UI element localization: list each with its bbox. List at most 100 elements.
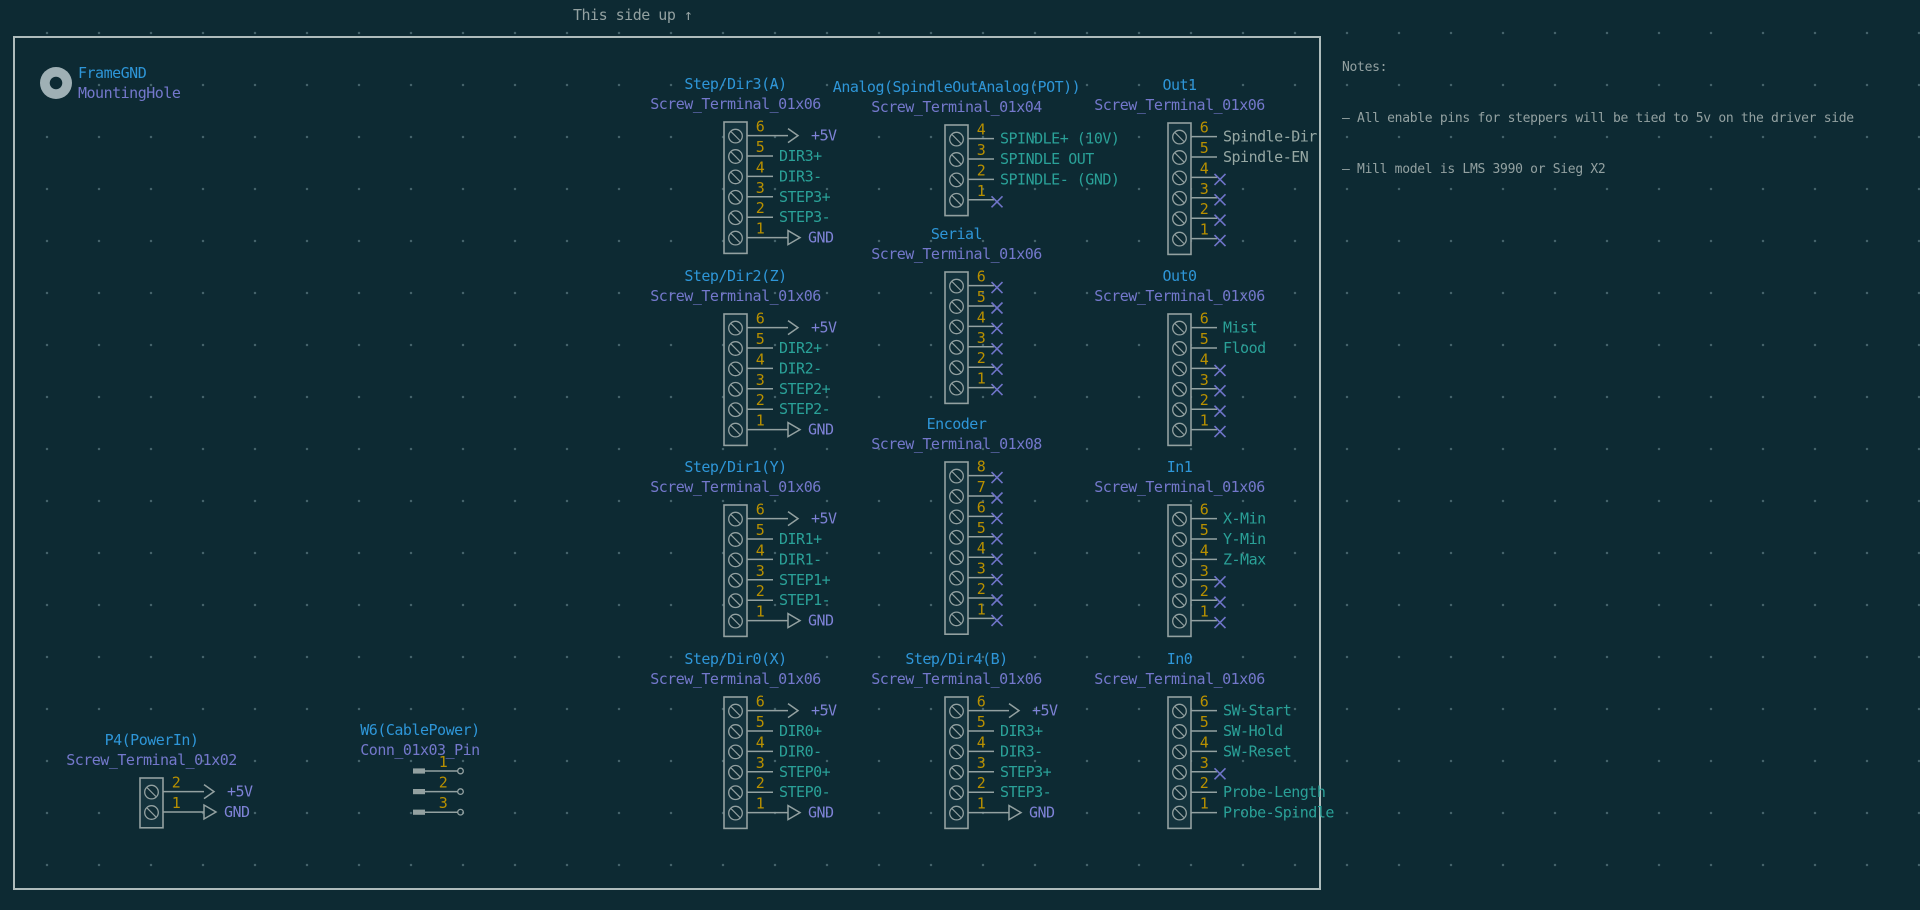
pin-number: 2 (756, 391, 765, 409)
screw-slash (951, 614, 962, 624)
screw-slash (730, 172, 741, 182)
screw-slash (730, 131, 741, 141)
pin-name: SPINDLE OUT (1000, 150, 1094, 168)
no-connect-icon (990, 593, 1004, 607)
screw-slash (1174, 616, 1185, 626)
sheet-border (13, 36, 1321, 890)
pin-number: 5 (1200, 713, 1209, 731)
no-connect-icon (1213, 616, 1227, 629)
screw-slash (1174, 534, 1185, 545)
screw-slash (951, 747, 962, 757)
pin-number: 3 (756, 179, 765, 197)
pin-number: 5 (1200, 521, 1209, 539)
screw-slash (730, 192, 741, 203)
pin-number: 8 (977, 458, 986, 476)
screw-slash (951, 552, 962, 563)
pin-number: 3 (439, 794, 448, 812)
pin-number: 1 (977, 370, 986, 388)
screw-slash (951, 573, 962, 583)
hier-label-text: GND (808, 229, 834, 247)
screw-slash (730, 575, 741, 586)
connector-value: Screw_Terminal_01x02 (66, 751, 237, 769)
net-label: Spindle-Dir (1223, 128, 1317, 146)
hier-label-shape (203, 783, 216, 800)
pin-number: 1 (977, 600, 986, 618)
screw-slash (730, 616, 741, 626)
connector-value: Screw_Terminal_01x04 (871, 98, 1042, 116)
pin-name: STEP3+ (1000, 763, 1052, 781)
pin-number: 1 (756, 412, 765, 430)
pin-name: DIR3- (1000, 742, 1043, 760)
connector-value: Screw_Terminal_01x06 (650, 287, 821, 305)
connector-value: Screw_Terminal_01x06 (1094, 287, 1265, 305)
no-connect-icon (1213, 193, 1227, 206)
pin-number: 2 (977, 161, 986, 179)
pin-number: 3 (1200, 754, 1209, 772)
no-connect-icon (990, 614, 1004, 627)
net-label: Spindle-EN (1223, 148, 1309, 166)
connector-reference: W6(CablePower) (360, 721, 479, 739)
no-connect-icon (990, 301, 1004, 315)
pin-name: STEP3+ (779, 188, 831, 206)
pin-number: 4 (756, 541, 765, 559)
pin-number: 6 (977, 268, 986, 286)
pin-number: 1 (756, 603, 765, 621)
hier-label-shape (787, 804, 802, 821)
pin-name: Y-Min (1223, 530, 1266, 548)
hier-label-text: +5V (811, 510, 837, 528)
no-connect-icon (990, 363, 1004, 376)
pin-number: 1 (1200, 221, 1209, 239)
screw-slash (951, 301, 962, 312)
screw-slash (1174, 767, 1185, 778)
screw-slash (1174, 404, 1185, 415)
screw-slash (730, 534, 741, 545)
no-connect-icon (990, 322, 1004, 335)
pin-number: 5 (977, 519, 986, 537)
screw-slash (730, 364, 741, 374)
hier-label-shape (787, 702, 800, 719)
hier-label-text: +5V (811, 702, 837, 720)
no-connect-icon (1213, 575, 1227, 588)
pin-name: DIR1- (779, 550, 822, 568)
pin-number: 4 (1200, 733, 1209, 751)
pin-number: 2 (977, 774, 986, 792)
pin-name: DIR0- (779, 742, 822, 760)
screw-slash (146, 787, 157, 797)
connector-value: Screw_Terminal_01x06 (650, 95, 821, 113)
pin-name: SPINDLE- (GND) (1000, 170, 1119, 188)
pin-number: 4 (977, 733, 986, 751)
pin-number: 5 (1200, 330, 1209, 348)
pin-number: 7 (977, 478, 986, 496)
hier-label-text: GND (808, 421, 834, 439)
pin-number: 6 (756, 693, 765, 711)
screw-slash (951, 383, 962, 393)
no-connect-icon (1213, 425, 1227, 438)
screw-slash (730, 767, 741, 778)
screw-slash (951, 134, 962, 144)
pin-number: 4 (1200, 159, 1209, 177)
connector-analog[interactable]: Analog(SpindleOutAnalog(POT))Screw_Termi… (833, 78, 1120, 217)
pin-number: 2 (756, 582, 765, 600)
pin-number: 3 (756, 562, 765, 580)
screw-slash (730, 151, 741, 162)
screw-slash (730, 808, 741, 818)
connector-body (944, 124, 969, 217)
pin-number: 2 (756, 199, 765, 217)
pin-name: SW-Reset (1223, 742, 1291, 760)
notes-block[interactable]: Notes: – All enable pins for steppers wi… (1342, 25, 1854, 212)
orientation-text[interactable]: This side up ↑ (573, 6, 693, 24)
screw-slash (951, 512, 962, 522)
